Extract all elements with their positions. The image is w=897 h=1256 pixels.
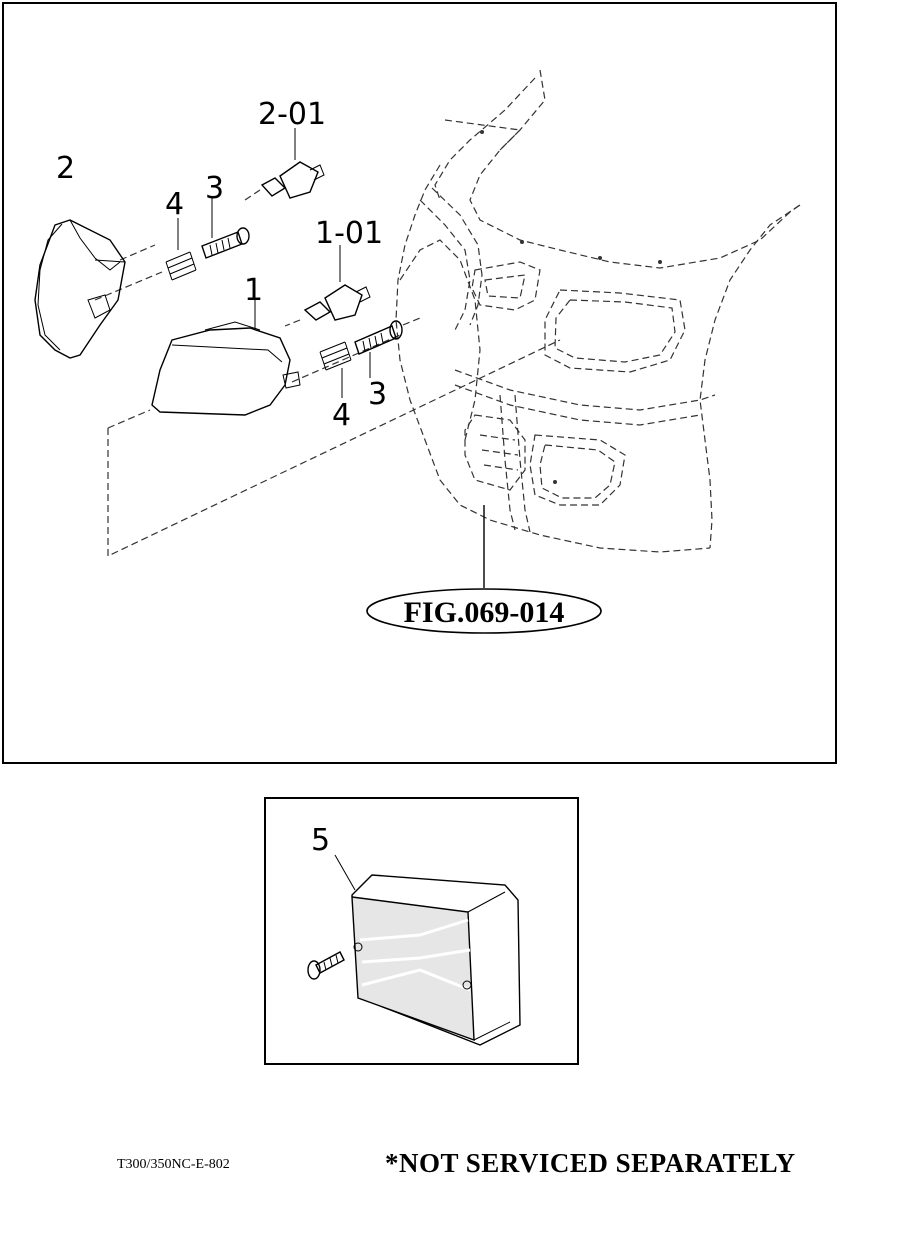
headlight-left bbox=[34, 219, 126, 359]
not-serviced-note: *NOT SERVICED SEPARATELY bbox=[385, 1148, 796, 1178]
rear-lamp-screw bbox=[307, 951, 345, 980]
hood-outline bbox=[395, 69, 801, 553]
spring-left bbox=[165, 251, 197, 281]
callout-screw-right: 3 bbox=[368, 377, 387, 412]
callout-headlight-right: 1 bbox=[244, 273, 263, 308]
screw-right bbox=[354, 320, 403, 355]
callout-bulb-left: 2-01 bbox=[258, 97, 326, 132]
callout-spring-left: 4 bbox=[165, 187, 184, 222]
callout-rear-lamp: 5 bbox=[311, 823, 330, 858]
rear-lamp bbox=[351, 874, 521, 1046]
fig-ref-ellipse bbox=[366, 588, 602, 634]
bulb-left bbox=[260, 161, 325, 199]
main-diagram-frame bbox=[2, 2, 837, 764]
spring-right bbox=[319, 341, 352, 371]
screw-left bbox=[201, 227, 250, 259]
fig-ref-label: FIG.069-014 bbox=[404, 596, 565, 629]
leader-rear-lamp bbox=[334, 854, 356, 891]
assembly-lines bbox=[94, 189, 561, 557]
callout-headlight-left: 2 bbox=[56, 151, 75, 186]
bulb-right bbox=[303, 284, 371, 321]
callout-screw-left: 3 bbox=[205, 171, 224, 206]
callout-spring-right: 4 bbox=[332, 398, 351, 433]
headlight-right bbox=[151, 321, 301, 416]
part-code-label: T300/350NC-E-802 bbox=[117, 1157, 230, 1172]
callout-bulb-right: 1-01 bbox=[315, 216, 383, 251]
